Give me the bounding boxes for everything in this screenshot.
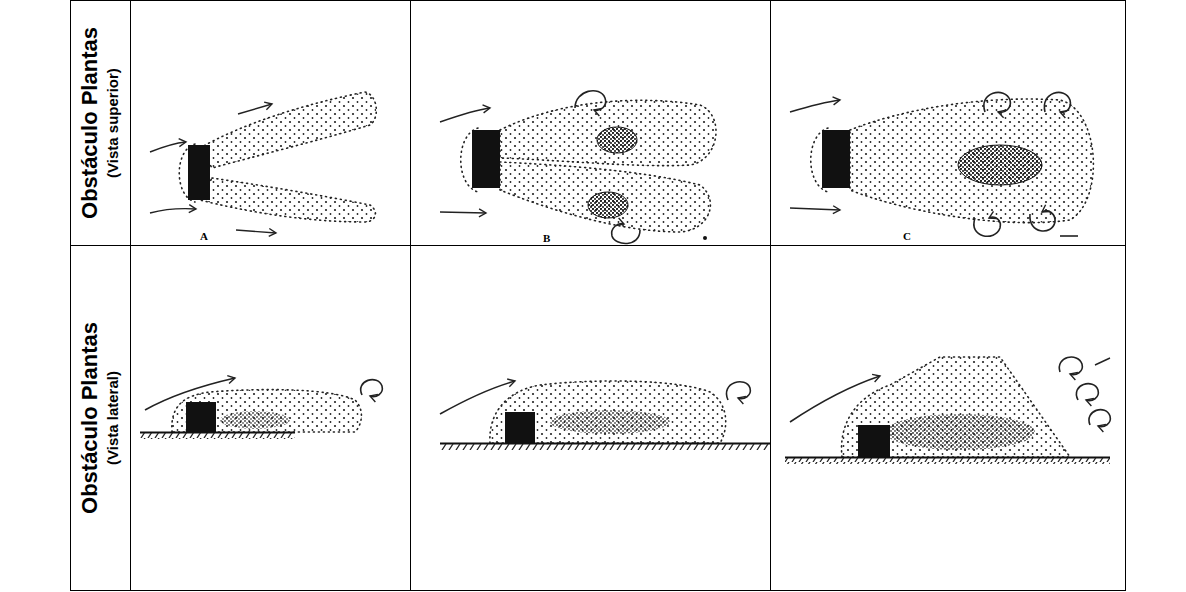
view-name: (Vista superior) [103,68,123,178]
row-header: Obstáculo Plantas(Vista superior) [70,1,130,245]
side-view-c [785,357,1110,464]
figure-letter: A [200,230,208,242]
row-title: Obstáculo Plantas [77,27,103,219]
top-view-a [150,92,376,233]
figure-letter: C [903,230,911,242]
side-view-b [440,381,770,450]
table-grid [70,0,1126,591]
side-view-a [140,378,382,439]
figure-letter: B [543,232,550,244]
view-name: (Vista lateral) [103,371,123,465]
top-view-c [790,92,1093,236]
row-header: Obstáculo Plantas(Vista lateral) [70,246,130,590]
top-view-b [440,91,716,244]
row-title: Obstáculo Plantas [77,322,103,514]
